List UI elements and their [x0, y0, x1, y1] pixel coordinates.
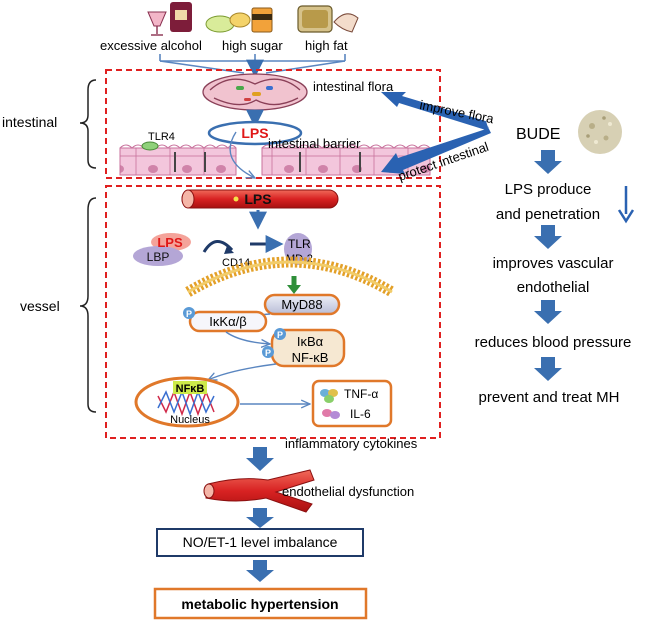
- intestinal-region-box: [105, 69, 441, 179]
- vessel-brace: [79, 197, 97, 413]
- bude-step-arrow-4: [534, 357, 562, 381]
- ikk-phospho-label: P: [186, 309, 192, 319]
- diet-alcohol-label: excessive alcohol: [100, 38, 202, 53]
- nfkb-phospho-label: P: [265, 348, 271, 358]
- nucleus-nfkb-label: NFκB: [176, 383, 205, 395]
- intestinal-flora-icon: [202, 73, 308, 111]
- blood-vessel-tube: [181, 189, 339, 209]
- vessel-region-label: vessel: [20, 298, 60, 314]
- vessel-region-box: [105, 185, 441, 439]
- myd88-label: MyD88: [281, 297, 322, 312]
- protect-intestinal-arrow: [381, 125, 491, 174]
- cytokines-down-arrow: [246, 447, 274, 471]
- intestinal-barrier-label: intestinal barrier: [268, 136, 361, 151]
- inflammatory-cytokines-label: inflammatory cytokines: [285, 436, 418, 451]
- il6-icon: [322, 409, 340, 419]
- tlr-label: TLR: [288, 237, 311, 251]
- binding-curved-arrow: [202, 240, 234, 253]
- final-outcome-label: metabolic hypertension: [181, 596, 338, 612]
- diet-sugar-label: high sugar: [222, 38, 283, 53]
- bude-step-endothelial: endothelial: [517, 279, 590, 296]
- dysfunction-down-arrow: [246, 508, 274, 528]
- bude-step-prevent-treat: prevent and treat MH: [479, 389, 620, 406]
- bude-powder-icon: [578, 110, 622, 154]
- imbalance-label: NO/ET-1 level imbalance: [183, 534, 338, 550]
- intestine-lps-label: LPS: [241, 125, 268, 141]
- ikb-phospho-label: P: [277, 330, 283, 340]
- nucleus-nfkb-tag: [173, 381, 207, 394]
- tlr4-receptor-icon: [141, 141, 159, 151]
- ikk-to-ikb-arrow: [225, 331, 270, 344]
- lps-penetration-arrow: [229, 131, 255, 178]
- bude-step-penetration: and penetration: [496, 206, 600, 223]
- decrease-arrow: [617, 186, 635, 224]
- bude-step-improves-vascular: improves vascular: [493, 255, 614, 272]
- myd88-node: [263, 293, 341, 316]
- intestinal-flora-label: intestinal flora: [313, 79, 394, 94]
- bude-step-reduces-bp: reduces blood pressure: [475, 334, 632, 351]
- dna-strand-blue: [157, 389, 215, 417]
- il6-label: IL-6: [350, 407, 371, 421]
- imbalance-down-arrow: [246, 560, 274, 582]
- lbp-label: LBP: [147, 250, 170, 264]
- tnf-alpha-icon: [320, 389, 338, 403]
- ikk-label: IκKα/β: [209, 314, 246, 329]
- endothelial-dysfunction-label: endothelial dysfunction: [282, 484, 414, 499]
- sugar-icon: [205, 7, 273, 33]
- improve-flora-label: improve flora: [418, 97, 495, 126]
- intestinal-barrier-cells: [119, 144, 431, 176]
- ikk-node: [188, 310, 268, 333]
- cell-membrane: [185, 256, 395, 297]
- nfkb-phospho-badge: [262, 346, 274, 358]
- intestinal-region-label: intestinal: [2, 114, 57, 130]
- nfkb-label: NF-κB: [292, 350, 329, 365]
- membrane-signal-arrow-head: [287, 285, 301, 294]
- ikb-phospho-badge: [274, 328, 286, 340]
- fat-icon: [297, 5, 359, 33]
- bude-step-lps-produce: LPS produce: [505, 181, 592, 198]
- binding-curved-arrow-head: [224, 246, 234, 254]
- ikb-label: IκBα: [297, 334, 324, 349]
- intestinal-brace: [79, 79, 97, 169]
- lps-lbp-complex: [133, 233, 191, 266]
- lbp-lps-label: LPS: [157, 235, 183, 250]
- vessel-lps-label: LPS: [244, 191, 271, 207]
- ikk-phospho-badge: [183, 307, 195, 319]
- tnf-alpha-label: TNF-α: [344, 387, 378, 401]
- alcohol-icon: [147, 2, 192, 36]
- nucleus-label: Nucleus: [170, 414, 210, 426]
- bude-step-arrow-1: [534, 150, 562, 174]
- diet-fat-label: high fat: [305, 38, 348, 53]
- final-outcome-box: [153, 587, 368, 620]
- improve-flora-arrow: [381, 92, 492, 131]
- bude-step-arrow-3: [534, 300, 562, 324]
- imbalance-box: [156, 528, 364, 557]
- nfkb-to-nucleus-arrow: [208, 363, 277, 380]
- bude-label: BUDE: [516, 126, 560, 143]
- tlr4-label: TLR4: [148, 131, 175, 143]
- damaged-vessel-icon: [203, 469, 315, 513]
- bude-step-arrow-2: [534, 225, 562, 249]
